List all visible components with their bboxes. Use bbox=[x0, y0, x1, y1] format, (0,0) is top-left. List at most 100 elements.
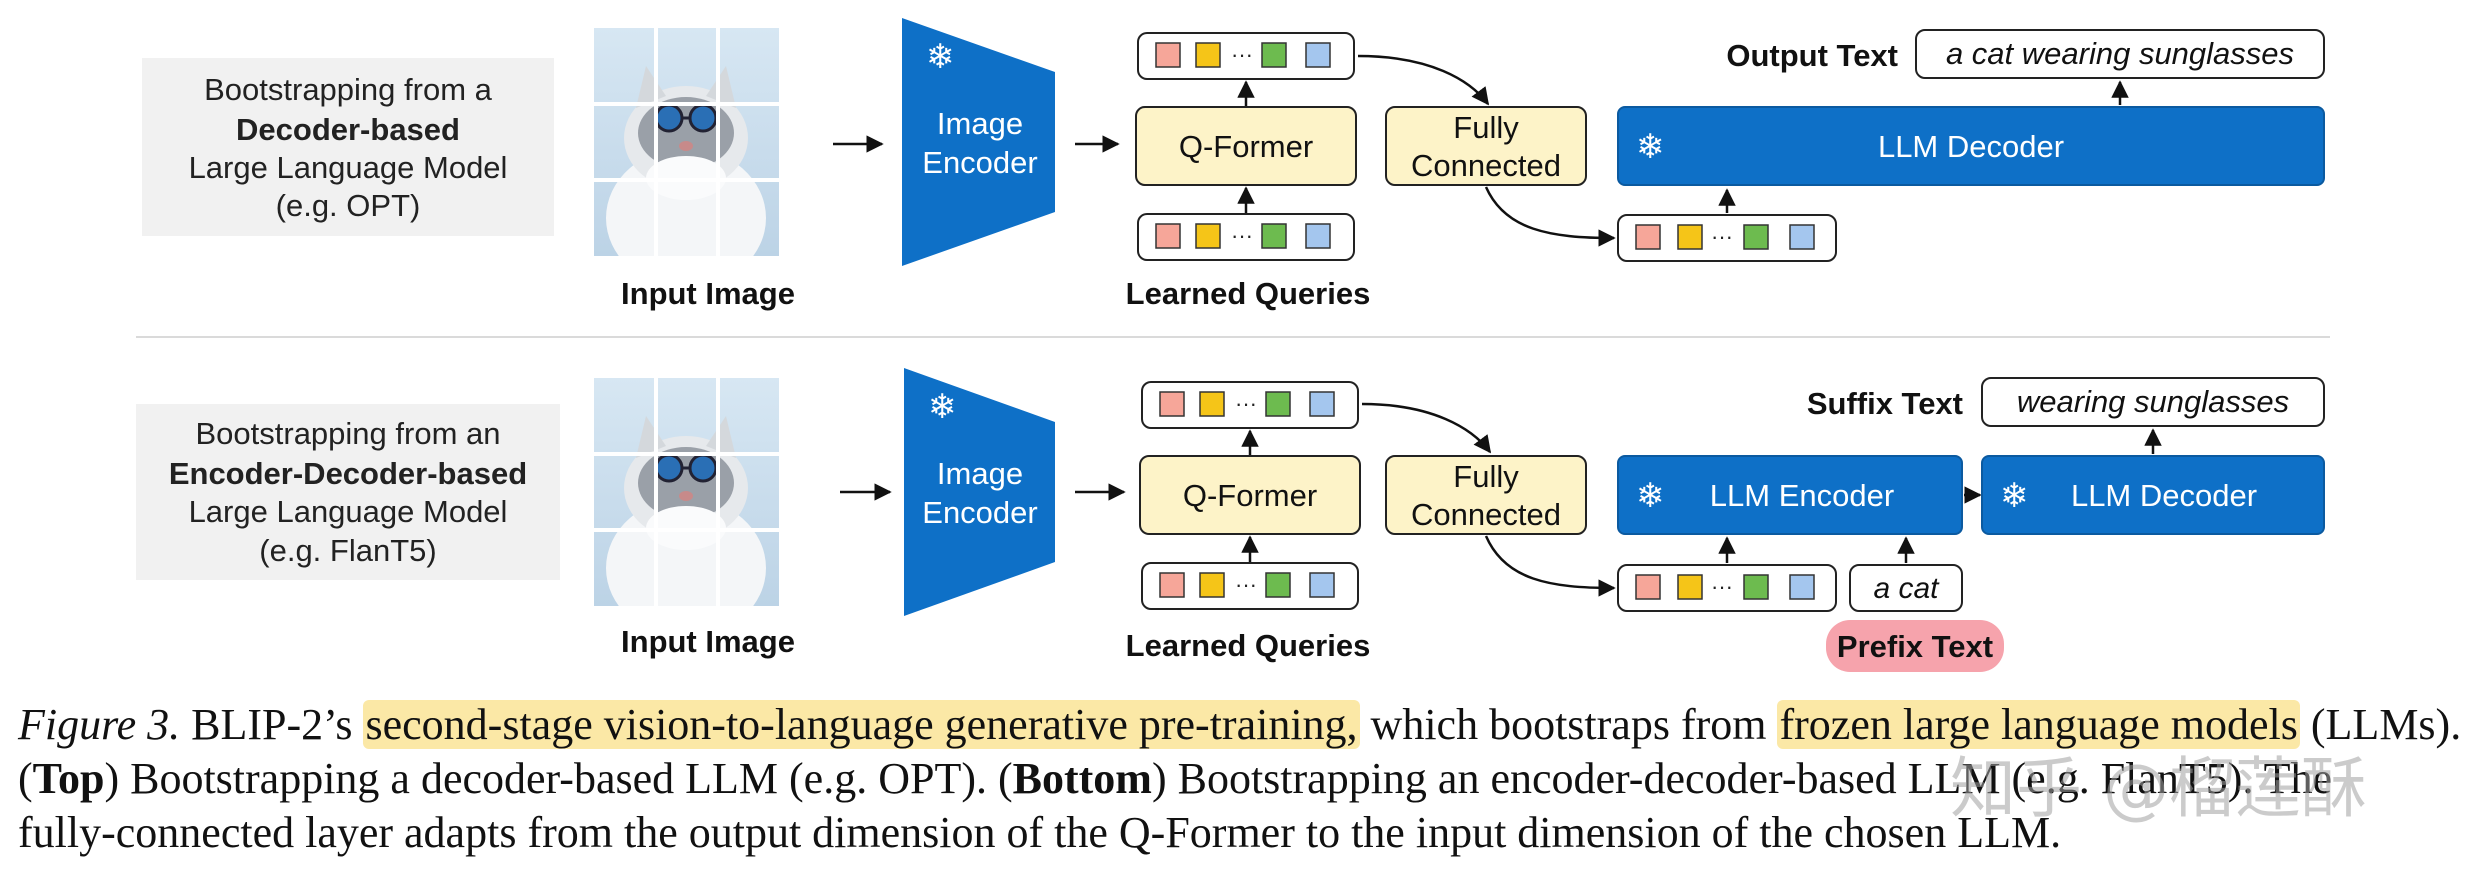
top-output-text-label: Output Text bbox=[1726, 38, 1898, 73]
top-image-encoder-line2: Encoder bbox=[922, 145, 1037, 180]
bottom-prefix-input: a cat bbox=[1873, 572, 1940, 605]
caption-line-1: Figure 3. BLIP-2’s second-stage vision-t… bbox=[18, 698, 2462, 752]
top-llm-decoder-label: LLM Decoder bbox=[1878, 129, 2064, 164]
top-input-image-label: Input Image bbox=[621, 276, 795, 311]
top-arrow-qf-fc bbox=[1357, 54, 1490, 106]
bottom-input-image bbox=[594, 378, 779, 606]
bottom-qf-output-tokens bbox=[1141, 381, 1359, 429]
token bbox=[1195, 223, 1221, 249]
token bbox=[1159, 572, 1185, 598]
bottom-qformer-label: Q-Former bbox=[1183, 478, 1317, 513]
token-ellipsis: ··· bbox=[1235, 572, 1257, 597]
token-ellipsis: ··· bbox=[1711, 224, 1733, 249]
token-ellipsis: ··· bbox=[1231, 223, 1253, 248]
token bbox=[1743, 224, 1769, 250]
token bbox=[1635, 224, 1661, 250]
bottom-llm-decoder-label: LLM Decoder bbox=[2071, 478, 2257, 513]
top-learned-queries-tokens bbox=[1137, 213, 1355, 261]
bottom-llm-input-tokens bbox=[1617, 564, 1837, 612]
bottom-label-line2: Encoder-Decoder-based bbox=[169, 456, 527, 491]
top-section: Bootstrapping from a Decoder-based Large… bbox=[142, 18, 2325, 311]
bottom-image-encoder-line1: Image bbox=[937, 456, 1023, 491]
bottom-fc-line1: Fully bbox=[1453, 459, 1519, 494]
caption-highlight: second-stage vision-to-language generati… bbox=[363, 700, 1360, 749]
token bbox=[1305, 223, 1331, 249]
top-learned-queries-label: Learned Queries bbox=[1126, 276, 1371, 311]
caption-text: (LLMs). bbox=[2299, 700, 2462, 749]
top-label-line1: Bootstrapping from a bbox=[204, 72, 493, 107]
bottom-input-image-label: Input Image bbox=[621, 624, 795, 659]
caption-text: ) Bootstrapping a decoder-based LLM (e.g… bbox=[104, 754, 1013, 803]
bottom-prefix-input-box bbox=[1849, 564, 1963, 612]
bottom-llm-encoder-label: LLM Encoder bbox=[1710, 478, 1894, 513]
token bbox=[1305, 42, 1331, 68]
token bbox=[1195, 42, 1221, 68]
token-ellipsis: ··· bbox=[1235, 391, 1257, 416]
watermark: 知乎 @榴莲酥 bbox=[1950, 750, 2367, 827]
top-label-line2: Decoder-based bbox=[236, 112, 460, 147]
token bbox=[1155, 223, 1181, 249]
top-fc-line2: Connected bbox=[1411, 148, 1561, 183]
bottom-llm-encoder bbox=[1617, 455, 1963, 535]
top-llm-input-tokens bbox=[1617, 214, 1837, 262]
bottom-prefix-text-pill bbox=[1826, 620, 2004, 672]
top-qformer bbox=[1135, 106, 1357, 186]
token bbox=[1789, 224, 1815, 250]
token-ellipsis: ··· bbox=[1711, 574, 1733, 599]
token bbox=[1265, 391, 1291, 417]
top-label-line3: Large Language Model bbox=[189, 150, 508, 185]
top-fc-line1: Fully bbox=[1453, 110, 1519, 145]
top-arrow-fc-tokens bbox=[1484, 186, 1616, 247]
token bbox=[1199, 391, 1225, 417]
caption-text: BLIP-2’s bbox=[180, 700, 364, 749]
token bbox=[1159, 391, 1185, 417]
bottom-label-box bbox=[136, 404, 560, 580]
token bbox=[1789, 574, 1815, 600]
bottom-llm-decoder bbox=[1981, 455, 2325, 535]
bottom-arrow-qf-fc bbox=[1361, 402, 1492, 454]
top-qformer-label: Q-Former bbox=[1179, 129, 1313, 164]
bottom-image-encoder bbox=[904, 368, 1055, 616]
bottom-section: Bootstrapping from an Encoder-Decoder-ba… bbox=[136, 368, 2325, 672]
top-fully-connected bbox=[1385, 106, 1587, 186]
token bbox=[1261, 223, 1287, 249]
token bbox=[1677, 574, 1703, 600]
top-label-line4: (e.g. OPT) bbox=[276, 188, 421, 223]
bottom-qformer bbox=[1139, 455, 1361, 535]
top-label-box bbox=[142, 58, 554, 236]
caption-text: ( bbox=[18, 754, 33, 803]
top-image-encoder bbox=[902, 18, 1055, 266]
bottom-suffix-text-box bbox=[1981, 377, 2325, 427]
bottom-image-encoder-snowflake-icon: ❄ bbox=[928, 388, 957, 426]
token bbox=[1309, 391, 1335, 417]
bottom-label-line3: Large Language Model bbox=[189, 494, 508, 529]
top-qf-output-tokens bbox=[1137, 32, 1355, 80]
caption-line-3: fully-connected layer adapts from the ou… bbox=[18, 806, 2458, 860]
caption-bold: Bottom bbox=[1012, 754, 1152, 803]
bottom-llm-encoder-snowflake-icon: ❄ bbox=[1636, 477, 1665, 515]
bottom-image-encoder-line2: Encoder bbox=[922, 495, 1037, 530]
caption-text: ) Bootstrapping an encoder-decoder-based… bbox=[1151, 754, 2333, 803]
bottom-learned-queries-label: Learned Queries bbox=[1126, 628, 1371, 663]
bottom-arrow-fc-tokens bbox=[1484, 535, 1616, 597]
caption-bold: Top bbox=[32, 754, 105, 803]
bottom-learned-queries-tokens bbox=[1141, 562, 1359, 610]
bottom-suffix-text: wearing sunglasses bbox=[2017, 384, 2289, 419]
token bbox=[1743, 574, 1769, 600]
token-ellipsis: ··· bbox=[1231, 42, 1253, 67]
bottom-label-line4: (e.g. FlanT5) bbox=[259, 533, 436, 568]
top-output-text: a cat wearing sunglasses bbox=[1946, 36, 2294, 71]
caption-text: which bootstraps from bbox=[1359, 700, 1778, 749]
bottom-llm-decoder-snowflake-icon: ❄ bbox=[2000, 477, 2029, 515]
token bbox=[1635, 574, 1661, 600]
caption-fig-label: Figure 3. bbox=[18, 700, 181, 749]
bottom-label-line1: Bootstrapping from an bbox=[195, 416, 500, 451]
top-llm-decoder bbox=[1617, 106, 2325, 186]
token bbox=[1309, 572, 1335, 598]
token bbox=[1265, 572, 1291, 598]
top-output-text-box bbox=[1915, 29, 2325, 79]
bottom-fc-line2: Connected bbox=[1411, 497, 1561, 532]
caption-text: fully-connected layer adapts from the ou… bbox=[18, 808, 2062, 857]
token bbox=[1677, 224, 1703, 250]
bottom-prefix-text-label: Prefix Text bbox=[1837, 629, 1993, 664]
